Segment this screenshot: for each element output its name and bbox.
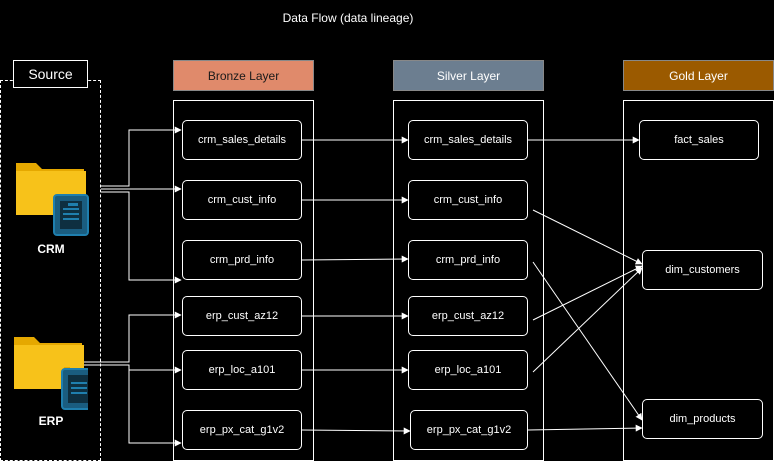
crm-label: CRM [37,242,65,256]
silver-node-erp-loc-a101: erp_loc_a101 [408,350,528,390]
edge-crm-sales [101,126,182,187]
gold-node-dim-products: dim_products [642,399,763,439]
bronze-layer-header: Bronze Layer [173,60,314,91]
silver-node-crm-prd-info: crm_prd_info [408,240,528,280]
bronze-node-erp-cust-az12: erp_cust_az12 [182,296,302,336]
silver-node-erp-px-cat-g1v2: erp_px_cat_g1v2 [410,410,528,450]
silver-node-crm-sales-details: crm_sales_details [408,120,528,160]
bronze-node-erp-loc-a101: erp_loc_a101 [182,350,302,390]
silver-node-erp-cust-az12: erp_cust_az12 [408,296,528,336]
bronze-node-crm-prd-info: crm_prd_info [182,240,302,280]
source-header: Source [13,60,88,88]
folder-document-icon [14,159,90,237]
gold-node-fact-sales: fact_sales [639,120,759,160]
edge-erp-cust [83,311,182,363]
edge-bs-px [301,427,411,435]
silver-layer-header: Silver Layer [393,60,544,91]
gold-node-dim-customers: dim_customers [642,250,763,290]
folder-document-icon [12,333,97,413]
edge-crm-prd [101,191,182,284]
bronze-node-crm-cust-info: crm_cust_info [182,180,302,220]
edge-bs-prd [301,255,409,263]
bronze-node-crm-sales-details: crm_sales_details [182,120,302,160]
bronze-node-erp-px-cat-g1v2: erp_px_cat_g1v2 [182,410,302,450]
edge-erp-px [128,365,182,447]
erp-label: ERP [38,414,64,428]
diagram-title: Data Flow (data lineage) [282,11,414,25]
silver-node-crm-cust-info: crm_cust_info [408,180,528,220]
gold-layer-header: Gold Layer [623,60,774,91]
